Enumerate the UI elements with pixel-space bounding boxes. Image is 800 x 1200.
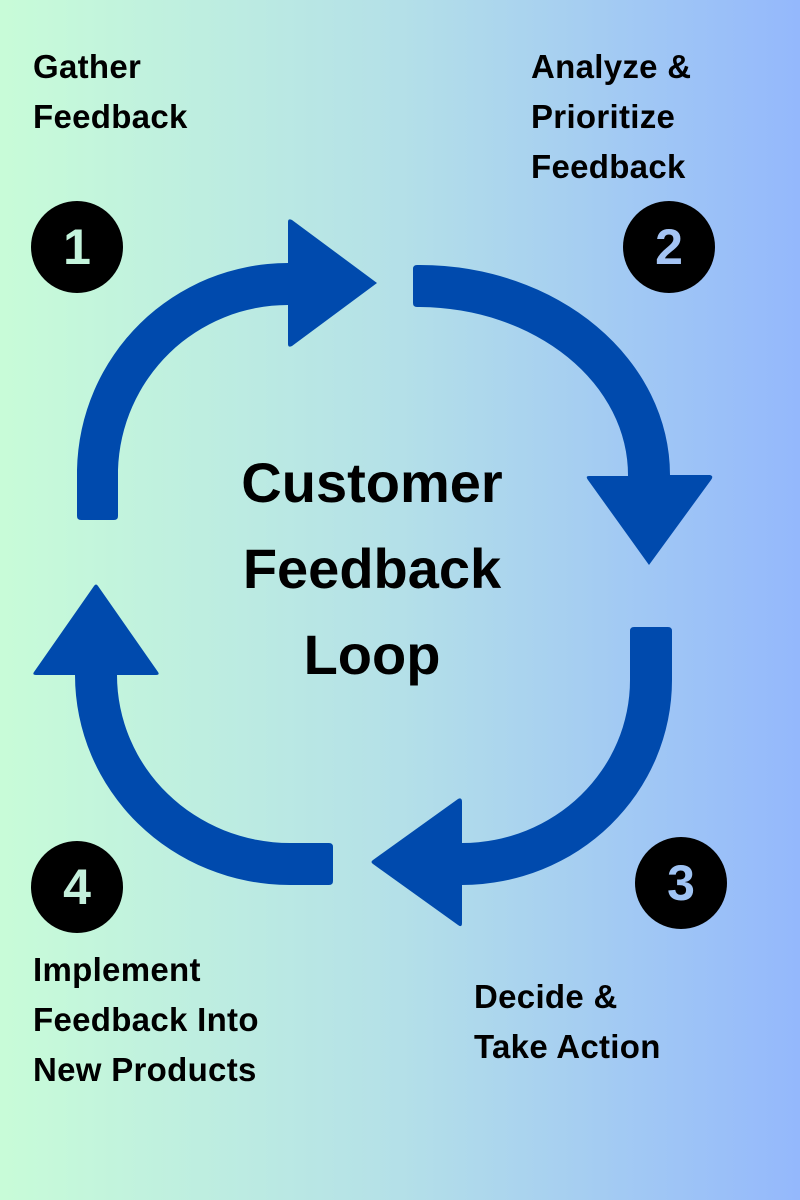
step-2-label: Analyze & Prioritize Feedback	[531, 42, 691, 192]
curved-arrow-right-icon	[77, 219, 377, 521]
step-1-label: Gather Feedback	[33, 42, 188, 142]
step-2-label-line: Analyze &	[531, 48, 692, 85]
step-2-label-line: Feedback	[531, 148, 686, 185]
step-4-label: Implement Feedback Into New Products	[33, 945, 259, 1095]
curved-arrow-up-icon	[33, 584, 333, 885]
step-1-label-line: Gather	[33, 48, 142, 85]
step-3-label-line: Take Action	[474, 1028, 661, 1065]
diagram-title-line: Feedback	[242, 537, 502, 600]
step-4-label-line: New Products	[33, 1051, 257, 1088]
step-4-label-line: Implement	[33, 951, 201, 988]
diagram-title: Customer Feedback Loop	[200, 440, 544, 698]
step-3-label-line: Decide &	[474, 978, 618, 1015]
step-1-label-line: Feedback	[33, 98, 188, 135]
diagram-title-line: Loop	[303, 623, 441, 686]
step-4-number-badge: 4	[31, 841, 123, 933]
step-3-label: Decide & Take Action	[474, 972, 661, 1072]
step-3-number-badge: 3	[635, 837, 727, 929]
curved-arrow-down-icon	[413, 265, 713, 565]
step-2-number-badge: 2	[623, 201, 715, 293]
step-1-number-badge: 1	[31, 201, 123, 293]
step-4-label-line: Feedback Into	[33, 1001, 259, 1038]
curved-arrow-left-icon	[371, 627, 672, 927]
step-2-label-line: Prioritize	[531, 98, 676, 135]
diagram-title-line: Customer	[241, 451, 503, 514]
